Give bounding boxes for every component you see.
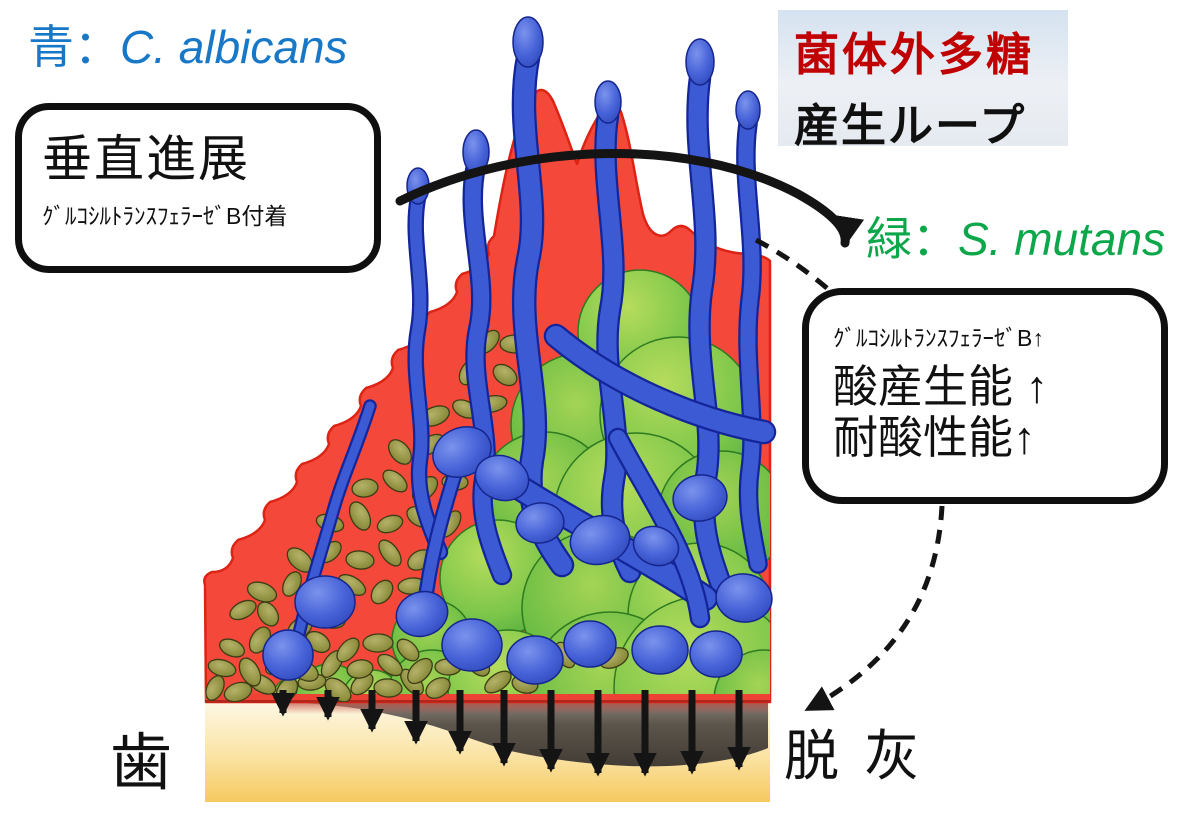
bacterium-cell — [492, 363, 518, 387]
bacterium-cell — [377, 653, 403, 677]
bacterium-cell — [425, 677, 451, 699]
eps-base-line — [205, 700, 770, 703]
yeast-cell — [474, 454, 530, 502]
bacterium-cell — [351, 478, 379, 498]
yeast-cell — [432, 426, 492, 478]
hypha-strand — [464, 158, 510, 583]
yeast-cell — [632, 525, 680, 567]
vertical-box-title: 垂直進展 — [42, 131, 250, 187]
bacterium-cell — [370, 579, 394, 605]
legend-blue-prefix: 青： — [28, 21, 120, 73]
bacterium-cell — [376, 514, 404, 534]
demineralization-dashed-arrow — [804, 505, 945, 712]
effects-box-line1: ｸﾞﾙｺｼﾙﾄﾗﾝｽﾌｪﾗｰｾﾞB↑ — [833, 325, 1044, 351]
legend-blue-species: C. albicans — [120, 21, 348, 73]
yeast-cell — [506, 635, 564, 685]
legend-green-prefix: 緑： — [866, 213, 958, 265]
yeast-cell — [689, 630, 743, 678]
yeast-cell — [294, 575, 356, 629]
hypha-strand — [610, 430, 708, 626]
bacterium-cell — [373, 678, 403, 698]
bacterium-cell — [256, 601, 280, 627]
bacterium-cell — [484, 670, 512, 694]
yeast-cell — [262, 629, 314, 681]
bacterium-cell — [207, 658, 237, 678]
loop-box-line2: 産生ループ — [794, 100, 1027, 151]
legend-s-mutans: 緑：S. mutans — [866, 214, 1165, 265]
yeast-cell — [715, 573, 773, 623]
yeast-cell — [441, 618, 503, 672]
demineralization-arrows — [271, 690, 751, 777]
smutans-effects-box: ｸﾞﾙｺｼﾙﾄﾗﾝｽﾌｪﾗｰｾﾞB↑ 酸産生能 ↑ 耐酸性能↑ — [802, 288, 1168, 504]
bacterium-cell — [336, 637, 360, 663]
bacterium-cell — [407, 657, 433, 685]
hypha-strand — [688, 69, 729, 591]
calbicans-hyphae — [262, 16, 777, 685]
yeast-cell — [594, 80, 622, 124]
yeast-cell — [685, 38, 715, 86]
yeast-cell — [515, 502, 565, 544]
bacterium-cell — [396, 638, 420, 662]
bacterium-cell — [238, 657, 262, 687]
bacterium-cell — [229, 599, 257, 621]
dashed-connector — [754, 237, 838, 298]
yeast-cell — [395, 590, 449, 638]
bacterium-cell — [378, 539, 402, 567]
eps-production-loop-box: 菌体外多糖 産生ループ — [778, 10, 1068, 151]
bacterium-cell — [362, 633, 394, 653]
bacterium-cell — [382, 469, 408, 493]
legend-green-species: S. mutans — [958, 213, 1166, 265]
vertical-box-subtitle: ｸﾞﾙｺｼﾙﾄﾗﾝｽﾌｪﾗｰｾﾞB付着 — [42, 203, 288, 229]
bacterium-cell — [348, 501, 372, 531]
vertical-extension-box: 垂直進展 ｸﾞﾙｺｼﾙﾄﾗﾝｽﾌｪﾗｰｾﾞB付着 — [15, 103, 381, 273]
yeast-cell — [735, 90, 761, 130]
bacterium-cell — [388, 439, 412, 465]
bacterium-cell — [345, 550, 375, 570]
yeast-cell — [672, 474, 728, 522]
eps-base-strip — [205, 694, 770, 702]
effects-box-line3: 耐酸性能↑ — [833, 412, 1036, 464]
hypha-strand — [409, 192, 446, 558]
bacterium-cell — [346, 659, 374, 679]
bacterium-cell — [223, 681, 253, 703]
loop-arrow — [395, 148, 865, 248]
loop-box-line1: 菌体外多糖 — [794, 29, 1035, 80]
bacterium-cell — [246, 581, 278, 603]
bacterium-cell — [218, 638, 246, 658]
yeast-cell — [569, 514, 631, 566]
legend-c-albicans: 青：C. albicans — [28, 22, 348, 73]
demineralization-label: 脱 灰 — [784, 725, 925, 787]
tooth-label: 歯 — [110, 729, 173, 798]
effects-box-line2: 酸産生能 ↑ — [833, 361, 1049, 412]
hypha-strand — [738, 116, 766, 572]
yeast-cell — [631, 625, 689, 675]
yeast-cell — [512, 16, 544, 68]
hypha-strand — [546, 326, 774, 442]
yeast-cell — [563, 620, 617, 668]
